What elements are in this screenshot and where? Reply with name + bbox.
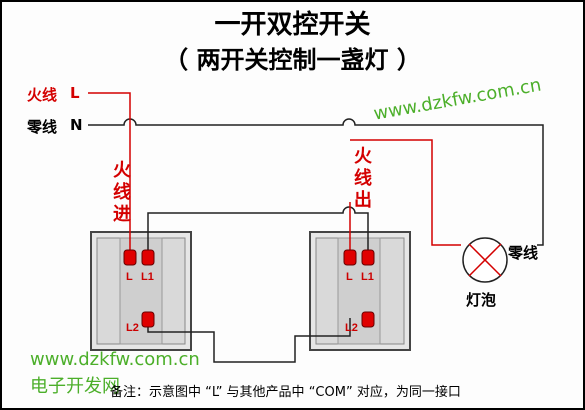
switch-1-terminals — [123, 249, 155, 328]
footnote: 备注：示意图中 “L” 与其他产品中 “COM” 对应，为同一接口 — [110, 385, 461, 400]
s2-label-l1: L1 — [361, 271, 374, 283]
neutral-line-letter: N — [70, 116, 83, 134]
neutral-line-label: 零线 — [27, 118, 58, 136]
lamp-label: 灯泡 — [466, 291, 497, 309]
live-line-label: 火线 — [27, 86, 58, 104]
title: 一开双控开关 — [214, 10, 371, 40]
s1-label-l: L — [126, 271, 133, 283]
watermark-site-name: 电子开发网 — [30, 376, 120, 397]
lamp-icon — [462, 237, 508, 283]
s2-label-l: L — [346, 271, 353, 283]
lamp-neutral-label: 零线 — [508, 244, 539, 262]
subtitle: （ 两开关控制一盏灯 ） — [164, 46, 421, 74]
live-line-letter: L — [70, 84, 80, 102]
s2-label-l2: L2 — [345, 322, 358, 334]
s1-terminal-l — [123, 249, 137, 266]
s2-terminal-l — [343, 249, 357, 266]
s2-terminal-l1 — [361, 249, 375, 266]
s2-terminal-l2 — [361, 311, 375, 328]
neutral-wire — [88, 118, 544, 246]
traveller-wires — [147, 206, 369, 363]
watermark-url-bottom: www.dzkfw.com.cn — [30, 349, 200, 370]
switch-2-terminals — [343, 249, 375, 328]
s1-terminal-l2 — [141, 311, 155, 328]
s1-label-l2: L2 — [126, 322, 139, 334]
live-wire — [88, 92, 131, 250]
s1-terminal-l1 — [141, 249, 155, 266]
s1-label-l1: L1 — [141, 271, 154, 283]
switch-2-plate — [309, 231, 411, 351]
switch-to-lamp-wire — [349, 139, 461, 250]
